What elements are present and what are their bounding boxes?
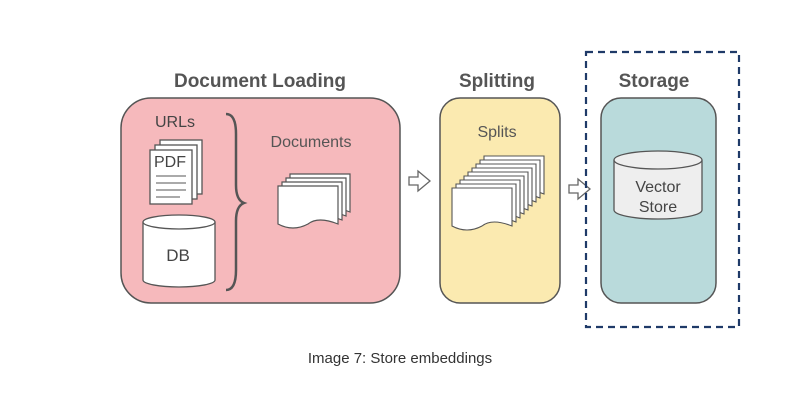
arrow-right-icon xyxy=(408,169,432,193)
document-loading-section: Document Loading URLs PDF DB Documents xyxy=(120,71,401,304)
vector-store-label-line2: Store xyxy=(639,199,677,216)
brace-icon xyxy=(225,112,248,292)
documents-icon xyxy=(277,173,351,229)
db-label: DB xyxy=(166,246,190,265)
arrow-right-icon xyxy=(568,177,592,201)
splitting-title: Splitting xyxy=(459,71,535,92)
pdf-icon xyxy=(149,139,203,205)
vector-store-icon xyxy=(613,150,703,220)
splits-icon xyxy=(451,155,545,231)
split-sheet xyxy=(451,187,513,231)
document-loading-title: Document Loading xyxy=(174,71,346,92)
storage-highlight-border xyxy=(584,50,741,329)
splits-label: Splits xyxy=(477,124,516,141)
documents-label: Documents xyxy=(271,134,352,151)
storage-title: Storage xyxy=(619,71,690,92)
figure-caption: Image 7: Store embeddings xyxy=(307,350,493,367)
pdf-label: PDF xyxy=(154,154,186,171)
urls-label: URLs xyxy=(155,114,195,131)
storage-section: Storage Vector Store xyxy=(584,50,741,329)
vector-store-label-line1: Vector xyxy=(635,179,681,196)
database-icon xyxy=(142,214,216,288)
splitting-section: Splitting Splits xyxy=(439,71,561,304)
